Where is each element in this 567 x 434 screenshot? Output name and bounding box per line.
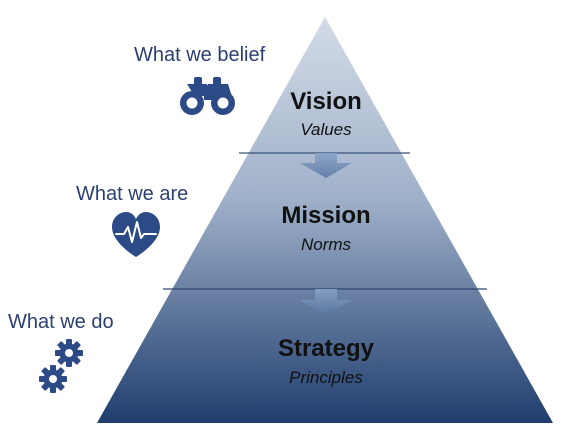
heart-pulse-icon [112, 212, 160, 257]
tier-title-vision: Vision [290, 88, 362, 115]
label-what-we-are: What we are [76, 183, 189, 205]
tier-subtitle-values: Values [300, 120, 352, 139]
label-what-we-belief: What we belief [134, 44, 266, 66]
tier-subtitle-norms: Norms [300, 235, 352, 254]
pyramid-shape [97, 17, 553, 423]
tier-subtitle-principles: Principles [289, 368, 363, 387]
down-arrow-2 [300, 289, 352, 315]
tier-title-strategy: Strategy [277, 335, 375, 362]
tier-title-mission: Mission [281, 202, 371, 229]
down-arrow-1 [300, 153, 352, 178]
gears-icon [39, 339, 83, 393]
binoculars-icon [180, 77, 235, 115]
label-what-we-do: What we do [8, 311, 114, 333]
